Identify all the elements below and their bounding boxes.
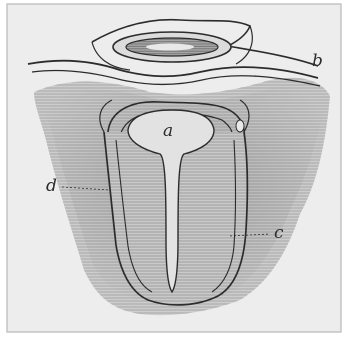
label-a: a <box>163 121 173 141</box>
label-c: c <box>274 223 284 243</box>
label-d: d <box>46 176 57 196</box>
duct-right-node <box>236 120 244 132</box>
top-oval-core <box>146 44 194 51</box>
label-b: b <box>312 51 323 71</box>
